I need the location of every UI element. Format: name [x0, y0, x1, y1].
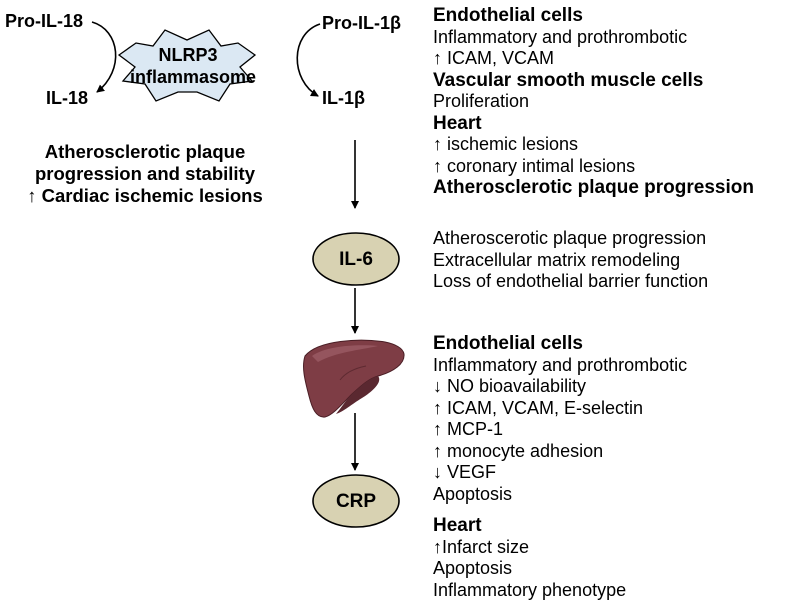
il6-label: IL-6 — [339, 249, 373, 270]
crp-effects-item: Inflammatory and prothrombotic — [433, 354, 688, 375]
nlrp3-inflammasome-label: NLRP3 inflammasome — [130, 44, 257, 88]
crp-label: CRP — [335, 491, 377, 512]
il18-processing-arrow — [91, 21, 117, 93]
il1b-effects-item: Proliferation — [433, 91, 530, 111]
il18-effect-line2: progression and stability — [35, 163, 255, 184]
il1b-label: IL-1β — [322, 88, 365, 108]
crp-effects-item: Apoptosis — [433, 483, 513, 504]
il1b-effects-item: Atherosclerotic plaque progression — [433, 177, 754, 198]
heart-effects-item: Inflammatory phenotype — [433, 579, 627, 600]
il1b-effects-item: Vascular smooth muscle cells — [433, 69, 704, 91]
il18-label: IL-18 — [46, 88, 89, 108]
il18-effects: Atherosclerotic plaque progression and s… — [0, 141, 290, 207]
il6-effects-item: Extracellular matrix remodeling — [433, 249, 681, 270]
il1b-processing-arrow — [296, 23, 321, 97]
il1b-effects-item: Endothelial cells — [433, 5, 583, 26]
pro-il1b-label: Pro-IL-1β — [322, 13, 401, 33]
heart-effects-item: Heart — [433, 515, 482, 536]
il1b-effects-item: Inflammatory and prothrombotic — [433, 26, 688, 47]
nlrp3-shape — [117, 29, 257, 102]
crp-effects-item: ↓ NO bioavailability — [433, 376, 587, 396]
crp-effects-item: ↑ MCP-1 — [433, 419, 504, 439]
il6-oval — [312, 232, 400, 286]
il1b-effects-item: Heart — [433, 112, 482, 134]
heart-effects-item: ↑Infarct size — [433, 536, 530, 557]
crp-effects-item: ↑ ICAM, VCAM, E-selectin — [433, 397, 644, 418]
crp-effects-item: ↓ VEGF — [433, 462, 497, 482]
il1b-effects-item: ↑ ICAM, VCAM — [433, 48, 555, 68]
il1b-effects-item: ↑ coronary intimal lesions — [433, 155, 636, 176]
il6-effects-item: Loss of endothelial barrier function — [433, 271, 709, 291]
il18-effect-line1: Atherosclerotic plaque — [44, 141, 246, 162]
nlrp3-line2: inflammasome — [130, 67, 257, 87]
crp-effects-item: Endothelial cells — [433, 333, 583, 354]
liver-illustration — [303, 339, 405, 418]
pro-il18-label: Pro-IL-18 — [5, 11, 84, 31]
il6-effects-item: Atheroscerotic plaque progression — [433, 228, 707, 248]
crp-effects-item: ↑ monocyte adhesion — [433, 440, 604, 461]
nlrp3-line1: NLRP3 — [158, 45, 218, 65]
crp-oval — [312, 474, 400, 528]
heart-effects-item: Apoptosis — [433, 558, 513, 578]
il18-effect-line3: ↑ Cardiac ischemic lesions — [27, 185, 263, 206]
il1b-effects-item: ↑ ischemic lesions — [433, 134, 579, 154]
